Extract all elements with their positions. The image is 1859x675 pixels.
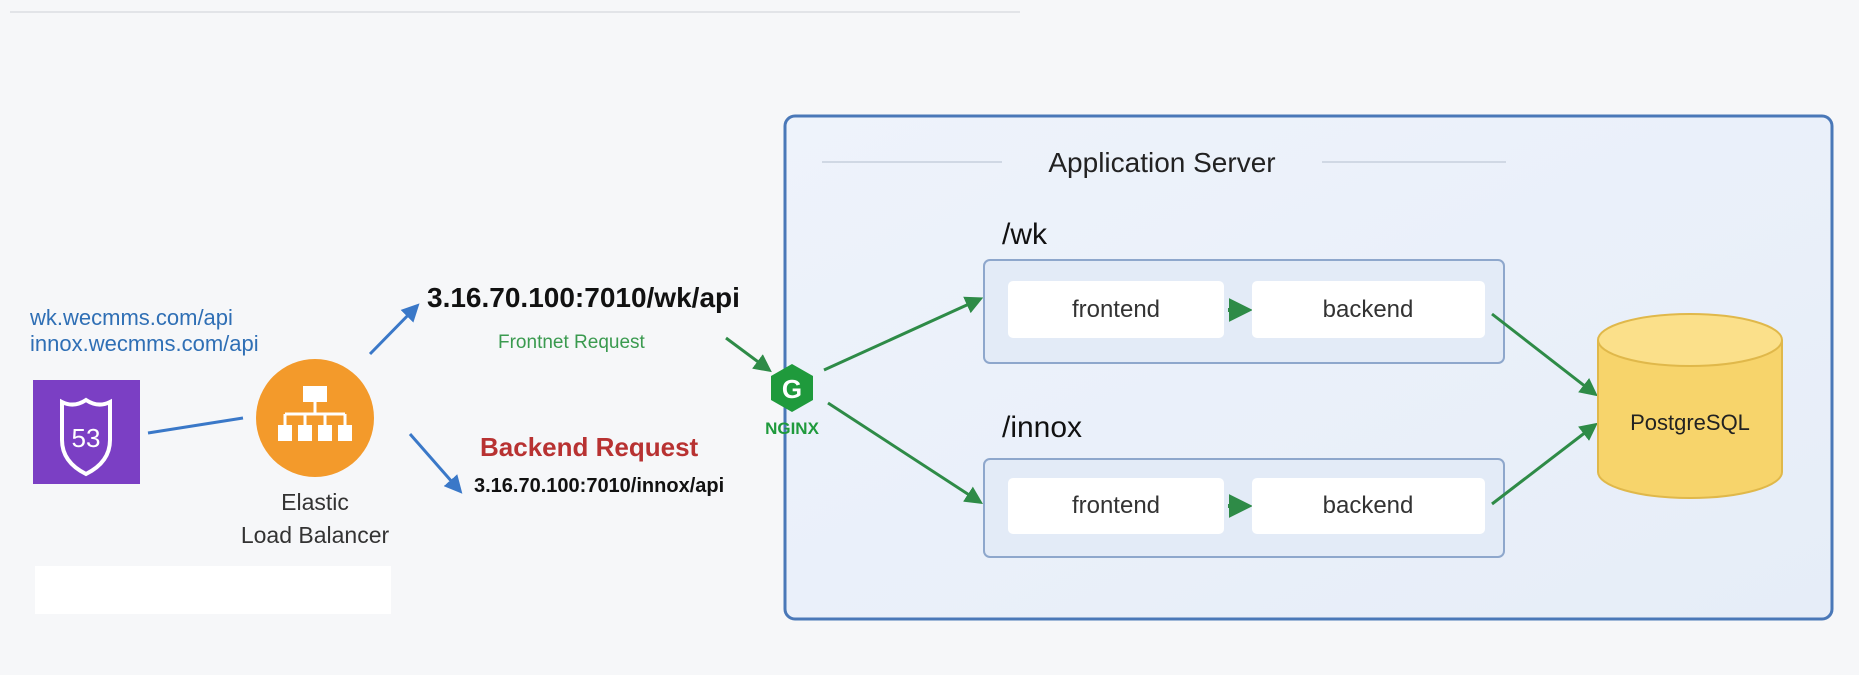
nginx-letter: G <box>782 374 802 404</box>
backend-route-arrow <box>408 433 463 494</box>
frontend-route-arrow <box>368 303 420 356</box>
route53-shield-icon: 53 <box>33 380 140 484</box>
blank-patch <box>35 566 391 614</box>
to-nginx-arrow <box>725 336 772 373</box>
nginx-label: NGINX <box>765 419 820 438</box>
load-balancer-hierarchy-icon <box>256 359 374 477</box>
innox-frontend-box <box>1008 478 1224 534</box>
wk-frontend-box <box>1008 281 1224 338</box>
innox-to-db-arrow <box>1491 422 1598 506</box>
innox-backend-box <box>1252 478 1485 534</box>
dns-to-elb-line <box>147 416 244 435</box>
innox-backend-label: backend <box>1323 492 1414 519</box>
elb-label-1: Elastic <box>281 489 349 515</box>
innox-frontend-label: frontend <box>1072 492 1160 519</box>
wk-backend-box <box>1252 281 1485 338</box>
backend-request-label: Backend Request <box>480 432 699 462</box>
domain-innox: innox.wecmms.com/api <box>30 331 259 356</box>
wk-backend-label: backend <box>1323 296 1414 323</box>
wk-to-db-arrow <box>1491 312 1598 397</box>
postgresql-label: PostgreSQL <box>1630 410 1750 435</box>
frontend-request-label: Frontnet Request <box>498 332 646 353</box>
nginx-logo-icon: G NGINX <box>765 364 820 438</box>
backend-url: 3.16.70.100:7010/innox/api <box>474 475 724 497</box>
frontend-url: 3.16.70.100:7010/wk/api <box>427 282 740 313</box>
domain-wk: wk.wecmms.com/api <box>29 305 233 330</box>
database-cylinder-icon <box>1597 313 1783 499</box>
application-server-title: Application Server <box>1048 147 1275 178</box>
nginx-to-wk-arrow <box>823 296 984 372</box>
route53-number: 53 <box>72 423 101 453</box>
innox-path-label: /innox <box>1002 411 1082 444</box>
wk-frontend-label: frontend <box>1072 296 1160 323</box>
wk-path-label: /wk <box>1002 218 1048 251</box>
nginx-to-innox-arrow <box>827 401 984 504</box>
elb-label-2: Load Balancer <box>241 522 390 548</box>
